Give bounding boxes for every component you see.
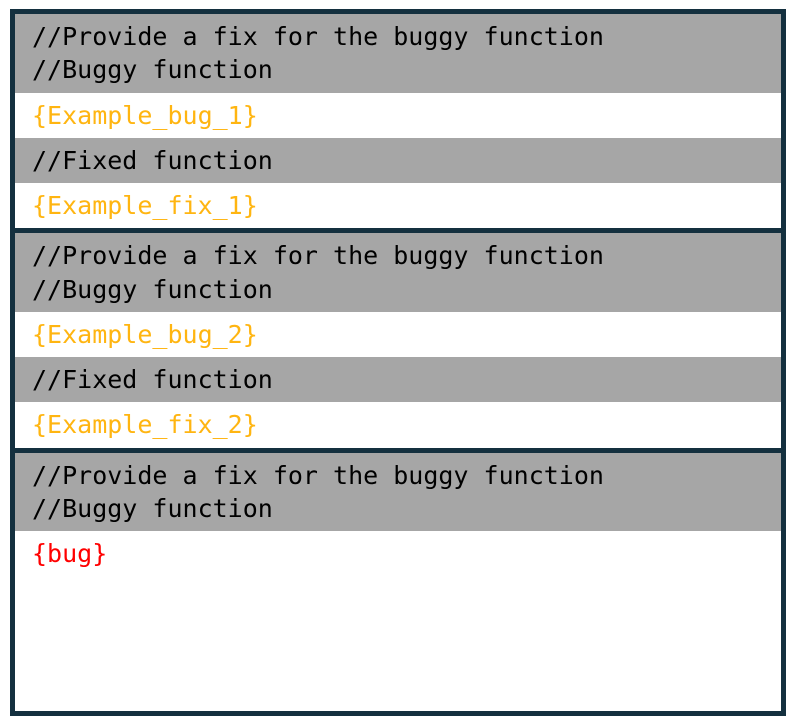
comment-text: //Buggy function (32, 493, 273, 523)
comment-text: //Provide a fix for the buggy function (32, 22, 604, 51)
prompt-block-example-1: //Provide a fix for the buggy function //… (15, 14, 781, 229)
placeholder-text: {Example_bug_1} (32, 100, 258, 130)
placeholder-text: {Example_fix_1} (32, 191, 258, 220)
prompt-block-example-2: //Provide a fix for the buggy function//… (15, 228, 781, 448)
instruction-comment-row: //Fixed function (15, 137, 781, 183)
example-placeholder-row: {Example_bug_1} (15, 92, 781, 138)
example-placeholder-row: {Example_fix_2} (15, 402, 781, 448)
placeholder-text: {Example_fix_2} (32, 410, 258, 440)
comment-text: //Buggy function (32, 274, 273, 304)
comment-text: //Fixed function (32, 365, 273, 394)
example-placeholder-row: {Example_fix_1} (15, 183, 781, 229)
placeholder-text: {Example_bug_2} (32, 319, 258, 349)
comment-text: //Fixed function (32, 145, 273, 175)
instruction-comment-row: //Provide a fix for the buggy function//… (15, 233, 781, 312)
query-placeholder-row: {bug} (15, 531, 781, 577)
placeholder-text: {bug} (32, 539, 108, 568)
prompt-template-frame: //Provide a fix for the buggy function//… (10, 9, 786, 716)
comment-text: //Provide a fix for the buggy function (32, 241, 604, 271)
example-placeholder-row: {Example_bug_2} (15, 311, 781, 357)
comment-text: //Buggy function (32, 55, 273, 85)
instruction-comment-row: //Provide a fix for the buggy function //… (15, 14, 781, 93)
comment-text: //Provide a fix for the buggy function (32, 460, 604, 490)
instruction-comment-row: //Fixed function (15, 357, 781, 403)
prompt-block-query: //Provide a fix for the buggy function//… (15, 447, 781, 577)
instruction-comment-row: //Provide a fix for the buggy function//… (15, 452, 781, 531)
